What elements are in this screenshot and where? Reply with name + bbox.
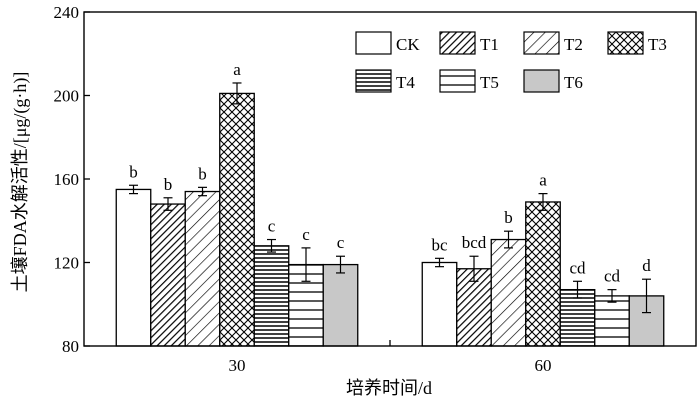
legend-label-CK: CK <box>396 35 420 54</box>
y-tick-label-240: 240 <box>54 3 80 22</box>
significance-label-T1-60: bcd <box>462 233 487 252</box>
x-tick-label-30: 30 <box>229 356 246 375</box>
bar-T2-30 <box>184 190 221 347</box>
significance-label-T3-30: a <box>233 60 241 79</box>
significance-label-T4-60: cd <box>569 258 586 277</box>
legend-swatch-T1 <box>439 31 476 55</box>
legend-label-T4: T4 <box>396 73 415 92</box>
x-axis-title: 培养时间/d <box>346 378 432 398</box>
bar-CK-60 <box>421 261 458 347</box>
significance-label-T5-60: cd <box>604 267 621 286</box>
significance-label-T2-30: b <box>198 164 207 183</box>
significance-label-T1-30: b <box>164 175 173 194</box>
axes-layer: 80 120 160 200 240 30 60 <box>54 3 697 375</box>
significance-label-T6-30: c <box>337 233 345 252</box>
legend-label-T5: T5 <box>480 73 499 92</box>
bar-CK-30 <box>115 188 152 347</box>
bar-T6-30 <box>322 263 359 347</box>
legend-swatch-T3 <box>607 31 644 55</box>
significance-label-T6-60: d <box>642 256 651 275</box>
legend-swatch-T4 <box>355 69 392 93</box>
y-tick-label-80: 80 <box>62 337 79 356</box>
significance-label-T4-30: c <box>268 217 276 236</box>
y-tick-label-120: 120 <box>54 254 80 273</box>
y-tick-label-160: 160 <box>54 170 80 189</box>
y-tick-label-200: 200 <box>54 87 80 106</box>
significance-label-T3-60: a <box>539 171 547 190</box>
bar-T5-60 <box>594 295 630 347</box>
legend-swatch-T2 <box>523 31 560 55</box>
y-axis-title: 土壤FDA水解活性/[μg/(g·h)] <box>10 72 31 293</box>
legend-label-T2: T2 <box>564 35 583 54</box>
bar-T4-30 <box>253 245 290 347</box>
legend-label-T6: T6 <box>564 73 583 92</box>
bar-T3-60 <box>525 201 561 347</box>
legend-label-T1: T1 <box>480 35 499 54</box>
legend-swatch-T5 <box>439 69 476 93</box>
x-tick-label-60: 60 <box>535 356 552 375</box>
significance-label-T2-60: b <box>504 208 513 227</box>
significance-label-CK-30: b <box>129 162 138 181</box>
significance-label-CK-60: bc <box>431 235 448 254</box>
legend-swatch-T6 <box>523 69 560 93</box>
bar-T1-30 <box>150 203 186 347</box>
legend-swatch-CK <box>355 31 392 55</box>
significance-label-T5-30: c <box>302 225 310 244</box>
bar-T2-60 <box>490 238 527 347</box>
bar-T3-30 <box>219 92 255 347</box>
legend-label-T3: T3 <box>648 35 667 54</box>
